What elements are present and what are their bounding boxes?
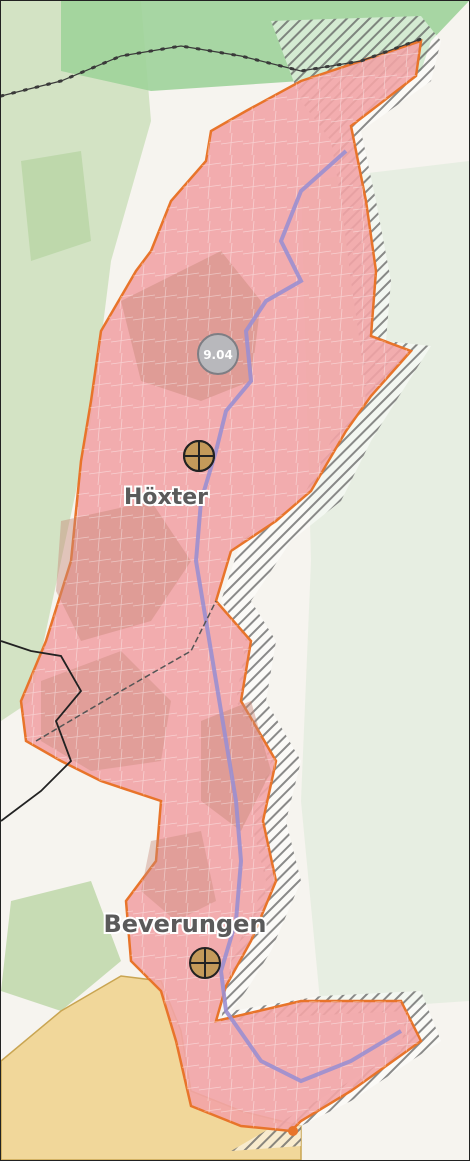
town-label-beverungen: Beverungen — [103, 910, 266, 938]
hatched-buffer — [221, 16, 441, 1151]
region-end-dot — [288, 1126, 298, 1136]
state-border-top-dots — [1, 38, 422, 97]
forest-patch-1 — [1, 881, 121, 1011]
road-texture — [21, 41, 421, 1131]
town-label-hoexter: Höxter — [124, 485, 208, 510]
town-marker-beverungen[interactable] — [189, 947, 221, 979]
point-marker-label: 9.04 — [203, 348, 233, 362]
district-border-west — [1, 640, 83, 822]
town-marker-hoexter[interactable] — [183, 440, 215, 472]
rail-line — [35, 600, 217, 742]
forest-patch-2 — [21, 151, 91, 261]
point-marker[interactable]: 9.04 — [197, 333, 239, 375]
